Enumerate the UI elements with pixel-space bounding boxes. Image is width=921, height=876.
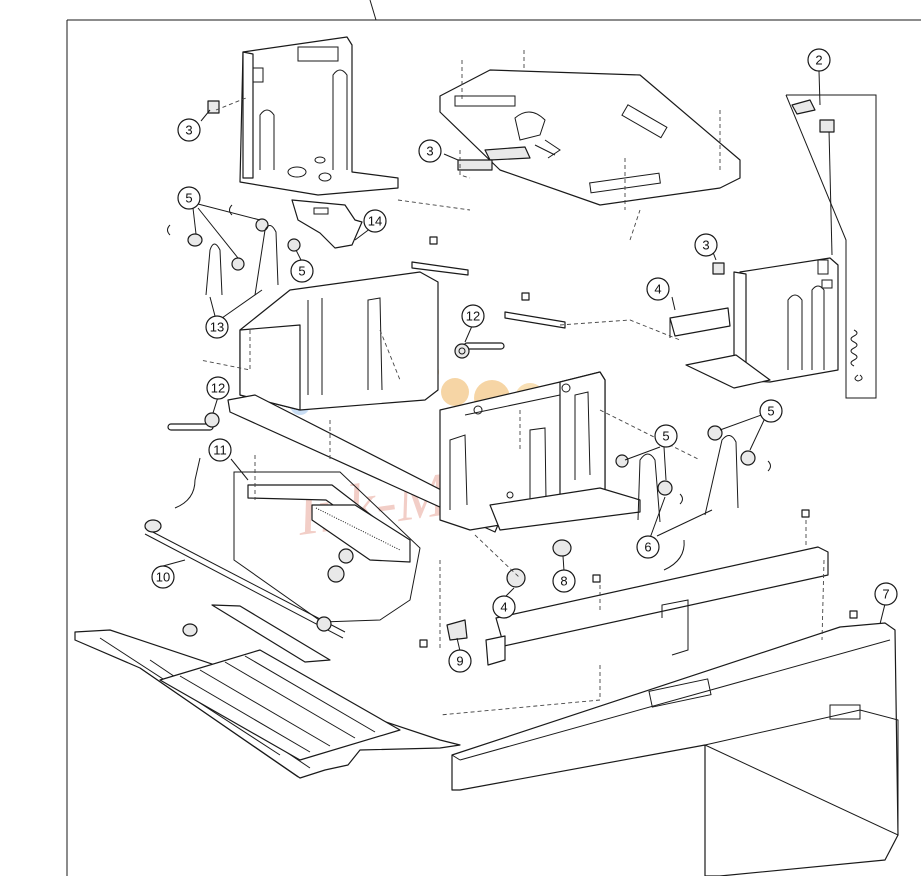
knob-part	[506, 568, 526, 588]
callout-2: 2	[807, 48, 831, 72]
callout-5-right: 5	[759, 399, 783, 423]
left-upper-side-frame	[239, 36, 399, 249]
mid-bracket	[485, 546, 829, 666]
shaft-part	[167, 412, 220, 431]
right-bushings	[615, 425, 771, 523]
svg-text:12: 12	[466, 309, 480, 324]
roller-part	[454, 342, 505, 359]
callout-5-center: 5	[654, 424, 678, 448]
svg-text:6: 6	[644, 540, 651, 555]
bracket-part	[669, 307, 731, 338]
callout-6: 6	[636, 535, 660, 559]
leader-lines	[162, 70, 886, 652]
long-shaft	[144, 519, 346, 639]
callout-14: 14	[363, 209, 387, 233]
clip-part	[207, 100, 220, 114]
main-chassis	[227, 271, 641, 533]
svg-text:11: 11	[213, 443, 227, 458]
assembly-box	[785, 94, 877, 399]
clip-part	[457, 159, 493, 171]
bushings	[167, 204, 301, 271]
svg-text:4: 4	[654, 282, 661, 297]
callout-7: 7	[874, 582, 898, 606]
callout-4-upper: 4	[646, 277, 670, 301]
svg-text:14: 14	[368, 214, 382, 229]
bracket-part	[446, 619, 468, 641]
callout-10: 10	[151, 565, 175, 589]
guide-lines	[199, 50, 825, 716]
callout-13: 13	[205, 315, 229, 339]
callout-8: 8	[552, 569, 576, 593]
mounting-rails	[411, 261, 566, 329]
spring-rod	[791, 99, 863, 382]
callout-3-top: 3	[418, 139, 442, 163]
rack-assembly	[233, 471, 421, 623]
callout-12-left: 12	[206, 376, 230, 400]
svg-text:7: 7	[882, 587, 889, 602]
callout-12-center: 12	[461, 304, 485, 328]
svg-text:12: 12	[211, 381, 225, 396]
springs	[205, 225, 279, 296]
gear-part	[552, 539, 572, 557]
cable	[174, 457, 201, 509]
svg-text:3: 3	[702, 238, 709, 253]
callout-9: 9	[448, 649, 472, 673]
cable	[663, 539, 685, 571]
svg-text:8: 8	[560, 574, 567, 589]
svg-text:3: 3	[426, 144, 433, 159]
front-cover	[451, 622, 899, 876]
callout-11: 11	[208, 438, 232, 462]
svg-text:9: 9	[456, 654, 463, 669]
screws	[419, 236, 858, 648]
svg-text:3: 3	[185, 123, 192, 138]
callout-4-lower: 4	[492, 595, 516, 619]
diagram-frame	[66, 0, 921, 876]
top-plate	[439, 69, 741, 206]
callout-5-left-top: 5	[177, 186, 201, 210]
right-side-frame	[685, 257, 839, 389]
svg-text:2: 2	[815, 53, 822, 68]
svg-text:5: 5	[298, 264, 305, 279]
svg-text:5: 5	[767, 404, 774, 419]
svg-text:5: 5	[662, 429, 669, 444]
svg-text:4: 4	[500, 600, 507, 615]
callout-3-right: 3	[694, 233, 718, 257]
paper-tray	[74, 604, 461, 779]
clip-part	[712, 262, 725, 275]
callout-5-left-mid: 5	[290, 259, 314, 283]
svg-text:10: 10	[156, 570, 170, 585]
callout-3-left: 3	[177, 118, 201, 142]
svg-text:5: 5	[185, 191, 192, 206]
svg-text:13: 13	[210, 320, 224, 335]
